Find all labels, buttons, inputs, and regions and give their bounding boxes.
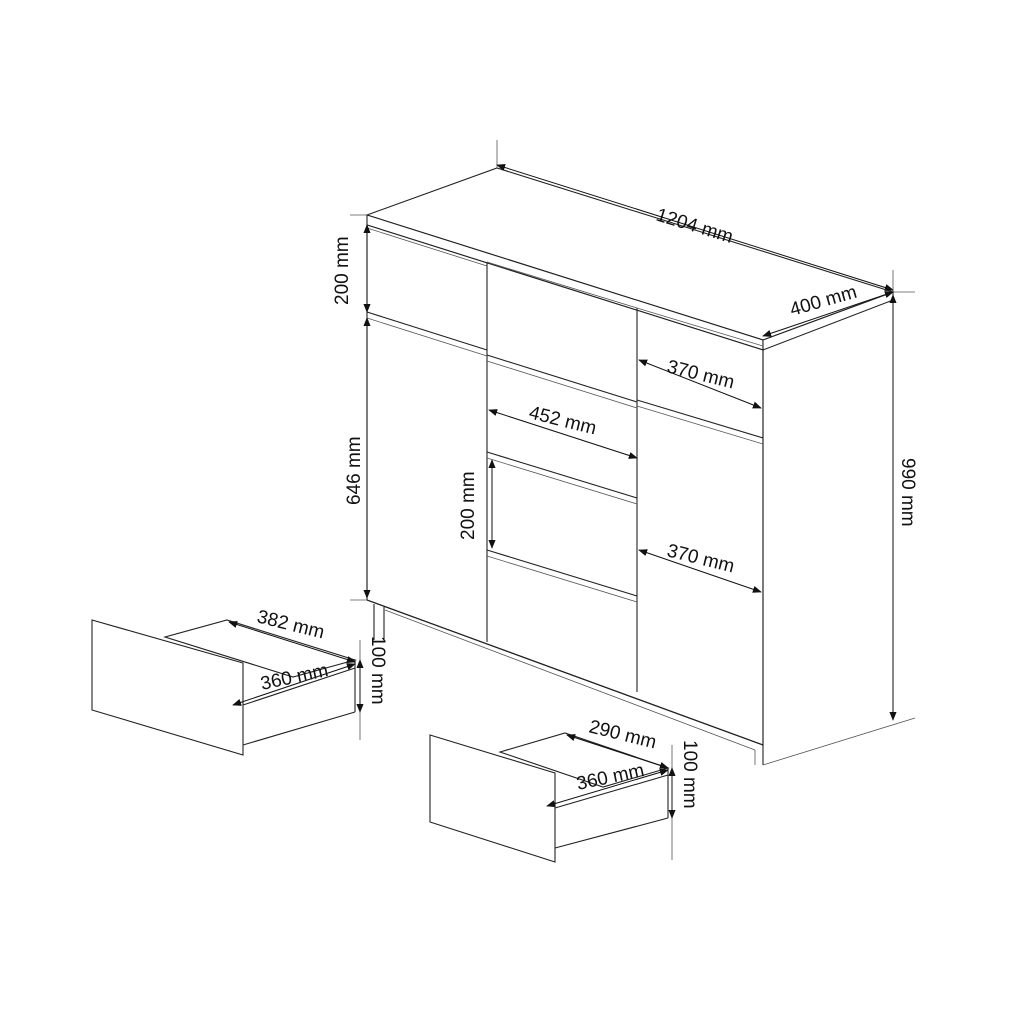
top-drawer-height-label: 200 mm xyxy=(332,236,353,305)
drawer-right xyxy=(429,732,676,863)
drawer-left-front xyxy=(91,619,244,756)
cabinet xyxy=(365,167,895,765)
height-label: 990 mm xyxy=(897,458,918,527)
drawer-right-height-label: 100 mm xyxy=(679,740,700,809)
drawer-left-height-label: 100 mm xyxy=(367,636,388,705)
door-height-label: 646 mm xyxy=(344,436,365,505)
drawer-left xyxy=(91,619,364,756)
dimension-lines xyxy=(363,164,897,721)
middle-drawer-height-label: 200 mm xyxy=(458,471,479,540)
drawer-right-front xyxy=(429,734,556,863)
